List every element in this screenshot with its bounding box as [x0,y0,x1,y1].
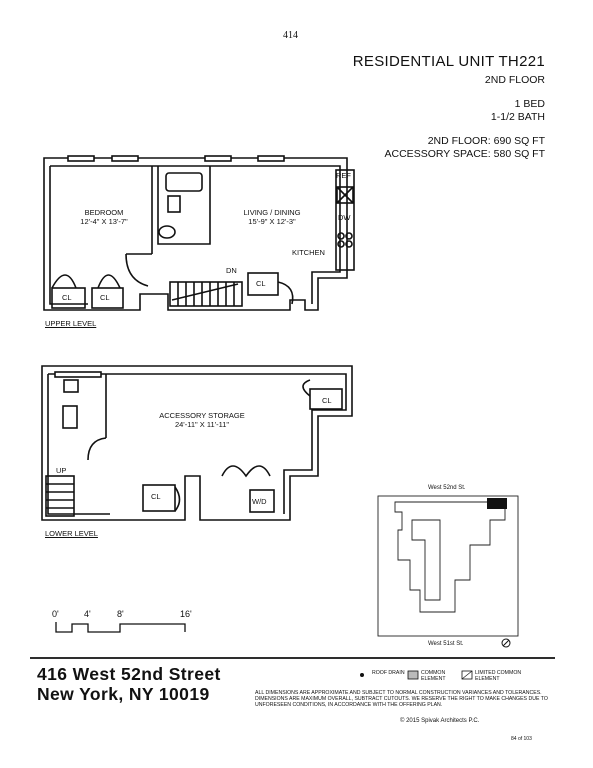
scale-tick: 0' [52,609,59,619]
unit-location-marker [487,498,507,509]
address-line-1: 416 West 52nd Street [37,664,221,684]
north-street-label: West 52nd St. [428,485,466,491]
disclaimer: ALL DIMENSIONS ARE APPROXIMATE AND SUBJE… [255,690,548,709]
upper-level-label: UPPER LEVEL [45,319,97,328]
roof-drain-icon [360,673,364,677]
closet-label: CL [100,293,110,302]
dn-label: DN [226,266,237,275]
address-line-2: New York, NY 10019 [37,684,210,704]
south-street-label: West 51st St. [428,641,464,647]
roof-drain-label: ROOF DRAIN [372,670,405,676]
common-element-label: COMMON ELEMENT [421,670,446,682]
lower-level-label: LOWER LEVEL [45,529,98,538]
limited-common-element-label: LIMITED COMMON ELEMENT [475,670,522,682]
scale-tick: 8' [117,609,124,619]
kitchen-label: KITCHEN [292,248,325,257]
bed-count: 1 BED [514,98,545,110]
scale-tick: 16' [180,609,192,619]
upper-level-outline [43,157,348,311]
unit-title: RESIDENTIAL UNIT TH221 [352,53,545,70]
accessory-area: ACCESSORY SPACE: 580 SQ FT [384,148,545,160]
closet-label: CL [62,293,72,302]
wd-label: W/D [252,497,267,506]
scale-bar-graphic [55,622,186,633]
ref-label: REF [336,171,351,180]
north-arrow-icon [501,638,511,648]
scale-tick: 4' [84,609,91,619]
key-plan-graphic [377,495,519,637]
floor-label: 2ND FLOOR [484,74,545,86]
page-footer: 84 of 103 [511,736,532,742]
dw-label: DW [338,213,351,222]
lower-level-inner-wall [48,373,347,514]
common-element-icon [407,670,419,680]
closet-label: CL [151,492,161,501]
floor-area: 2ND FLOOR: 690 SQ FT [427,135,545,147]
upper-level-inner-wall [50,165,341,304]
copyright: © 2015 Spivak Architects P.C. [400,718,480,724]
closet-label: CL [256,279,266,288]
page-number: 414 [283,30,298,41]
lower-level-outline [41,365,353,521]
bedroom-label: BEDROOM 12'-4" X 13'-7" [80,208,128,226]
accessory-storage-label: ACCESSORY STORAGE 24'-11" X 11'-11" [159,411,245,429]
up-label: UP [56,466,67,475]
bath-count: 1-1/2 BATH [490,111,545,123]
closet-label: CL [322,396,332,405]
living-dining-label: LIVING / DINING 15'-9" X 12'-3" [243,208,301,226]
